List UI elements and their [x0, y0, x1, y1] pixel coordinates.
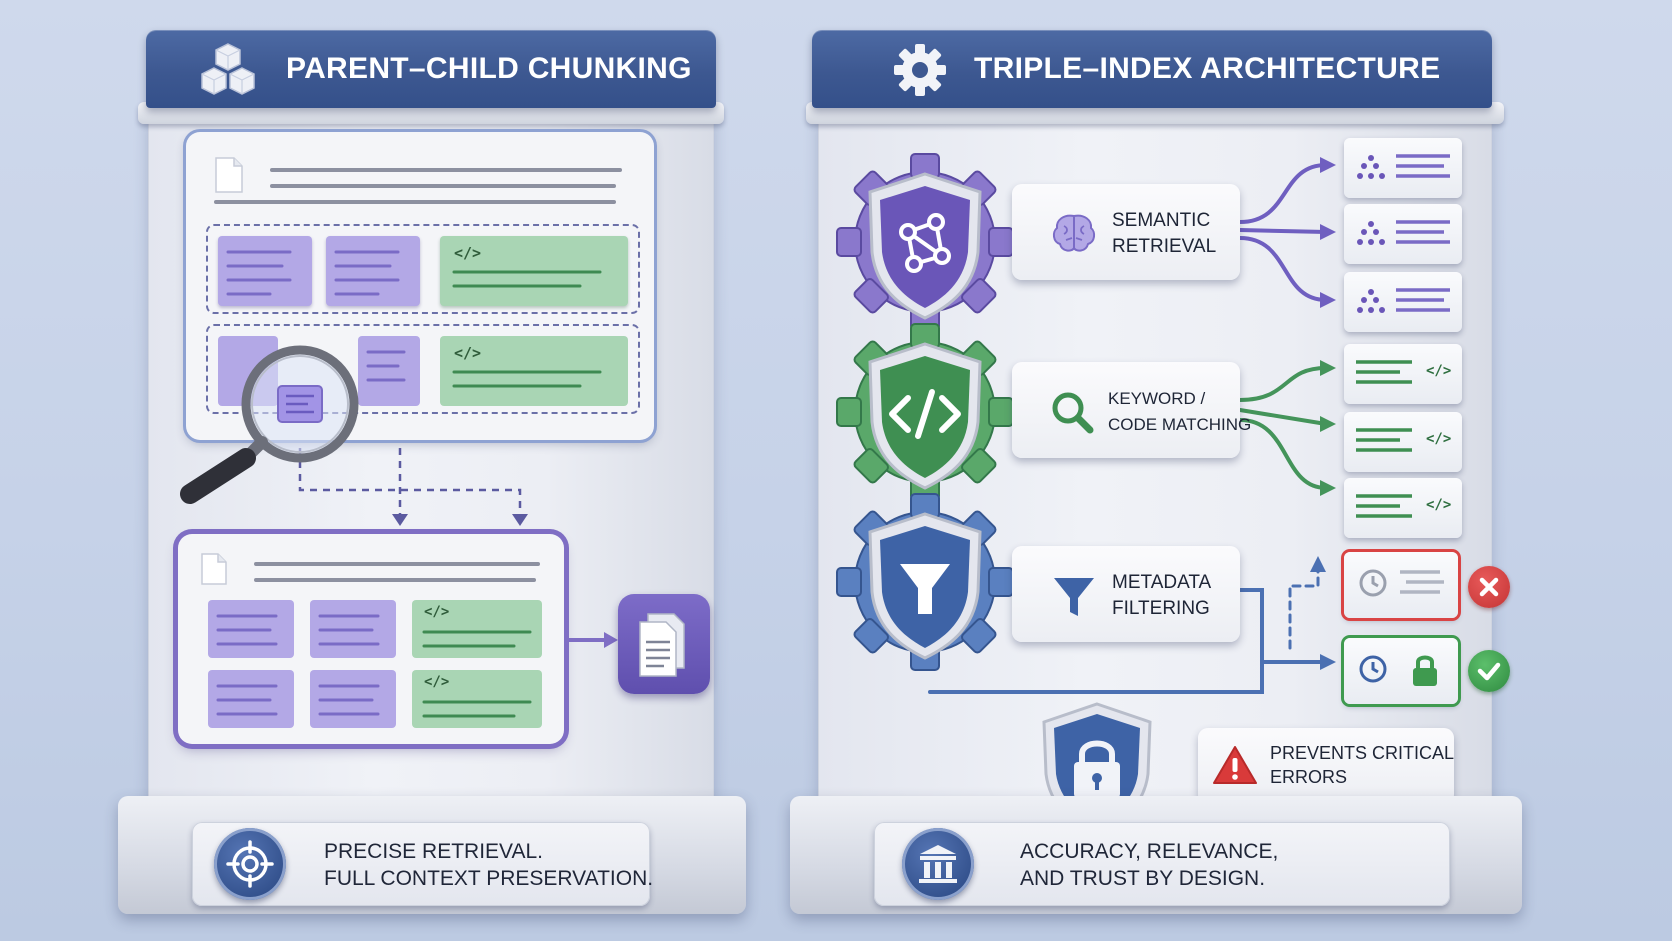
gear-icon	[894, 44, 946, 96]
right-caption-card: ACCURACY, RELEVANCE, AND TRUST BY DESIGN…	[874, 822, 1450, 906]
metadata-label-line1: METADATA	[1112, 572, 1212, 593]
magnifier-icon	[1052, 392, 1094, 434]
code-result: </>	[1344, 344, 1462, 404]
clock-icon	[1359, 569, 1387, 597]
code-chunk: </>	[412, 600, 542, 658]
code-glyph: </>	[1426, 431, 1452, 447]
code-glyph: </>	[424, 674, 450, 690]
left-caption-line1: PRECISE RETRIEVAL.	[324, 840, 544, 863]
semantic-result	[1344, 138, 1462, 198]
semantic-label-line1: SEMANTIC	[1112, 210, 1211, 231]
network-icon	[899, 213, 951, 273]
right-caption-line2: AND TRUST BY DESIGN.	[1020, 867, 1266, 890]
right-caption-line1: ACCURACY, RELEVANCE,	[1020, 840, 1279, 863]
code-glyph: </>	[1426, 497, 1452, 513]
accepted-result	[1344, 638, 1458, 704]
cluster-icon	[1357, 155, 1385, 179]
code-icon	[889, 389, 961, 439]
left-caption-line2: FULL CONTEXT PRESERVATION.	[324, 867, 654, 890]
stacked-documents-icon	[639, 613, 685, 677]
left-panel-title: PARENT–CHILD CHUNKING	[286, 52, 692, 85]
target-icon	[214, 828, 286, 900]
text-line	[270, 168, 622, 172]
chunk-group-dashed	[206, 224, 640, 314]
semantic-gear-shield	[836, 153, 1014, 331]
code-result: </>	[1344, 478, 1462, 538]
document-icon	[215, 157, 243, 193]
warning-line1: PREVENTS CRITICAL	[1270, 743, 1455, 763]
pillar-icon	[902, 828, 974, 900]
right-header: TRIPLE–INDEX ARCHITECTURE	[812, 30, 1492, 108]
document-icon	[201, 553, 227, 585]
keyword-label-line1: KEYWORD /	[1108, 389, 1206, 408]
reject-x-icon	[1468, 566, 1510, 608]
semantic-result	[1344, 272, 1462, 332]
code-result: </>	[1344, 412, 1462, 472]
text-line	[270, 184, 616, 188]
left-caption-card: PRECISE RETRIEVAL. FULL CONTEXT PRESERVA…	[192, 822, 654, 906]
keyword-gear-shield	[836, 323, 1014, 501]
warning-card: PREVENTS CRITICAL ERRORS	[1198, 728, 1454, 804]
cluster-icon	[1357, 289, 1385, 313]
keyword-label-line2: CODE MATCHING	[1108, 415, 1252, 434]
accept-check-icon	[1468, 650, 1510, 692]
code-glyph: </>	[1426, 363, 1452, 379]
code-glyph: </>	[424, 604, 450, 620]
cubes-icon	[201, 43, 255, 95]
retrieved-docs-badge	[618, 594, 710, 694]
warning-icon	[1213, 746, 1257, 784]
code-chunk: </>	[412, 670, 542, 728]
lock-icon	[1413, 655, 1437, 686]
semantic-label-line2: RETRIEVAL	[1112, 236, 1217, 257]
metadata-label-line2: FILTERING	[1112, 598, 1210, 619]
brain-icon	[1052, 214, 1096, 252]
semantic-result	[1344, 204, 1462, 264]
clock-icon	[1359, 655, 1387, 683]
left-connectors	[216, 250, 618, 718]
magnifier-icon	[180, 345, 359, 504]
warning-line2: ERRORS	[1270, 767, 1348, 787]
text-chunk	[358, 336, 420, 406]
metadata-filtering-label: METADATA FILTERING	[1012, 546, 1240, 642]
funnel-icon	[1054, 578, 1094, 616]
chunk-group-dashed	[206, 324, 640, 414]
rejected-result	[1344, 552, 1458, 618]
semantic-retrieval-label: SEMANTIC RETRIEVAL	[1012, 184, 1240, 280]
text-line	[214, 200, 616, 204]
code-glyph: </>	[454, 244, 482, 262]
text-line	[254, 562, 540, 566]
code-glyph: </>	[454, 344, 482, 362]
metadata-gear-shield	[836, 493, 1014, 671]
right-panel-title: TRIPLE–INDEX ARCHITECTURE	[974, 52, 1441, 85]
funnel-icon	[900, 564, 950, 614]
text-line	[254, 578, 536, 582]
keyword-code-matching-label: KEYWORD / CODE MATCHING	[1012, 362, 1251, 458]
left-header: PARENT–CHILD CHUNKING	[146, 30, 716, 108]
cluster-icon	[1357, 221, 1385, 245]
